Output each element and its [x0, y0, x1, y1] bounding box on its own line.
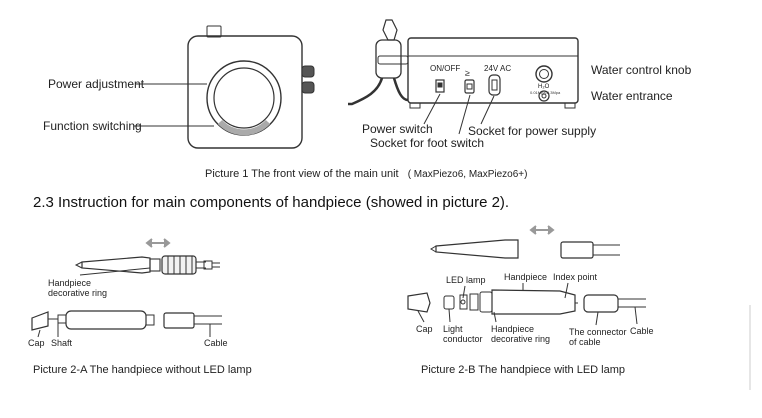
power-supply-socket: [488, 74, 501, 96]
label-2b-handpiece: Handpiece: [504, 272, 548, 282]
label-2b-connector-line1: The connector: [569, 327, 627, 337]
label-2b-light-line2: conductor: [443, 334, 483, 344]
section-heading: 2.3 Instruction for main components of h…: [33, 194, 510, 211]
on-off-switch: [435, 79, 445, 93]
main-unit-rear: [348, 19, 579, 135]
caption-picture-2b: Picture 2-B The handpiece with LED lamp: [421, 364, 626, 376]
main-unit-front: [134, 25, 315, 149]
label-water-control-knob: Water control knob: [591, 63, 692, 77]
label-2b-light-line1: Light: [443, 324, 463, 334]
label-2a-shaft: Shaft: [51, 338, 73, 348]
caption-picture-1-models: ( MaxPiezo6, MaxPiezo6+): [407, 169, 528, 180]
water-entrance: [538, 90, 550, 102]
label-on-off: ON/OFF: [430, 64, 461, 73]
caption-picture-2a: Picture 2-A The handpiece without LED la…: [33, 364, 252, 376]
foot-symbol-icon: ≥: [465, 68, 470, 78]
label-2a-cable: Cable: [204, 338, 228, 348]
cap-2b: [407, 292, 431, 313]
water-control-knob: [535, 65, 553, 83]
label-2b-ring-line2: decorative ring: [491, 334, 551, 344]
cap-2a: [31, 311, 49, 331]
label-water-entrance: Water entrance: [591, 89, 673, 103]
label-power-switch: Power switch: [362, 122, 433, 136]
label-h2o: H₂O: [538, 84, 550, 90]
label-2b-led-lamp: LED lamp: [446, 275, 486, 285]
label-voltage: 24V AC: [484, 64, 512, 73]
handpiece-2a-assembly: [31, 255, 222, 338]
label-2a-ring-line2: decorative ring: [48, 288, 108, 298]
label-h2o-pressure: 0.01Mpa-0.3Mpa: [530, 90, 561, 95]
caption-picture-1: Picture 1 The front view of the main uni…: [205, 168, 527, 180]
caption-picture-1-main: Picture 1 The front view of the main uni…: [205, 168, 399, 180]
label-2b-connector-line2: of cable: [569, 337, 601, 347]
label-2b-index-point: Index point: [553, 272, 598, 282]
light-conductor: [443, 295, 455, 310]
handpiece-2b-assembly: [407, 239, 646, 326]
label-2a-ring-line1: Handpiece: [48, 278, 92, 288]
label-2b-cable: Cable: [630, 326, 654, 336]
handpiece-body-2b: [491, 289, 576, 315]
label-socket-foot-switch: Socket for foot switch: [370, 136, 485, 150]
function-switch-arc: [217, 119, 271, 136]
label-function-switching: Function switching: [43, 119, 142, 133]
label-socket-power-supply: Socket for power supply: [468, 124, 597, 138]
label-2a-cap: Cap: [28, 338, 45, 348]
foot-switch-socket: [464, 79, 475, 94]
label-power-adjustment: Power adjustment: [48, 77, 145, 91]
arrow-2a: [145, 238, 171, 248]
arrow-2b: [529, 225, 555, 235]
label-2b-ring-line1: Handpiece: [491, 324, 535, 334]
label-2b-cap: Cap: [416, 324, 433, 334]
handpiece-body-2a: [65, 310, 147, 330]
